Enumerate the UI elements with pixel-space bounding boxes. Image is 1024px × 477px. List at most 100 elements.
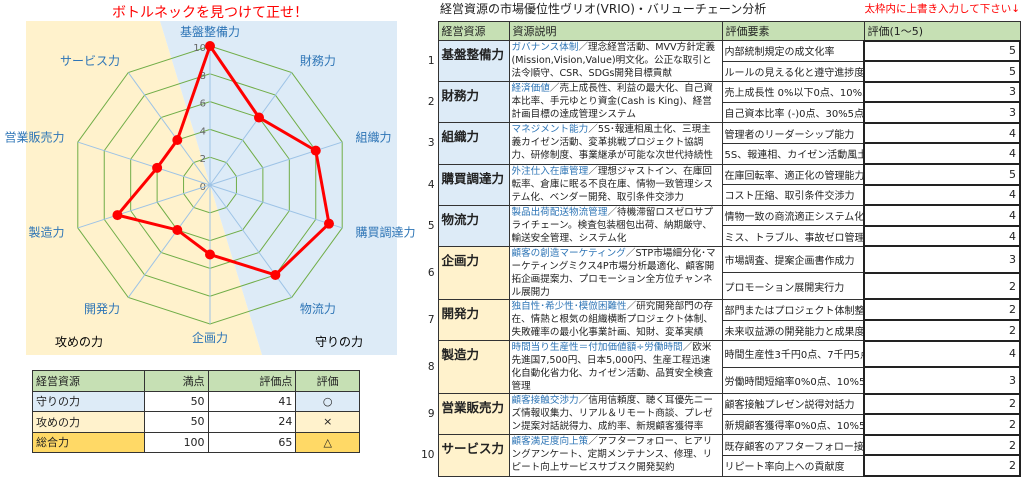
- resource-name: 基盤整備力: [437, 39, 510, 83]
- rating-input[interactable]: 2: [863, 298, 1021, 322]
- evaluation-element: 5S、報連相、カイゼン活動風土化: [721, 142, 865, 165]
- rating-input[interactable]: 4: [863, 183, 1021, 207]
- resource-row: 5 物流力 製品出荷配送物流管理／待機滞留ロスゼロサプライチェーン。検査包装梱包…: [420, 204, 1021, 247]
- evaluation-element: 内部統制規定の成文化率: [721, 40, 865, 62]
- rating-input[interactable]: 2: [863, 392, 1021, 416]
- header-element: 評価要素: [721, 21, 865, 41]
- header-score: 評価点: [207, 370, 297, 392]
- description-text: ／待機滞留ロスゼロサプライチェーン。検査包装梱包出荷、納期厳守、輸送安全管理、シ…: [511, 206, 713, 244]
- description-keyword: 独自性･希少性･模倣困難性: [511, 300, 627, 312]
- rating-input[interactable]: 2: [863, 319, 1021, 342]
- tick-label: 2: [200, 154, 206, 165]
- evaluation-element: プロモーション展開実行力: [721, 272, 865, 300]
- resource-description: 顧客の創造マーケティング／STP市場細分化･マーケティングミクス4P市場分析最適…: [508, 245, 723, 300]
- resource-description: 顧客接触交渉力／信用信頼度、聴く耳優先ニーズ情報収集力、リアル＆リモート商談、プ…: [508, 393, 723, 436]
- description-keyword: ガバナンス体制: [511, 42, 579, 53]
- rating-input[interactable]: 4: [863, 224, 1021, 248]
- data-point: [112, 210, 123, 221]
- row-number: 10: [420, 434, 438, 476]
- tick-label: 6: [200, 99, 206, 110]
- rating-input[interactable]: 5: [863, 60, 1021, 83]
- resource-description: マネジメント能力／5S･報連相風土化、三現主義カイゼン活動、変革挑戦プロジェクト…: [508, 122, 723, 165]
- offense-label: 攻めの力: [55, 335, 103, 349]
- data-point: [152, 162, 163, 173]
- rating-input[interactable]: 3: [863, 101, 1021, 124]
- evaluation-element: 時間生産性3千円0点、7千円5点: [721, 340, 865, 368]
- rating-input[interactable]: 3: [863, 366, 1021, 395]
- resource-row: 8 製造力 時間当り生産性＝付加価値額÷労働時間／欧米先進国7,500円、日本5…: [420, 339, 1021, 395]
- summary-mark: ○: [295, 390, 360, 412]
- analysis-title: 経営資源の市場優位性ヴリオ(VRIO)・バリューチェーン分析: [440, 2, 767, 16]
- description-text: ／信用信頼度、聴く耳優先ニーズ情報収集力、リアル＆リモート商談、プレゼン提案対話…: [511, 395, 713, 433]
- resource-name: 購買調達力: [437, 163, 510, 206]
- evaluation-element: 新規顧客獲得率0%0点、10%5点: [721, 413, 865, 436]
- axis-label: サービス力: [60, 54, 120, 68]
- defense-label: 守りの力: [315, 335, 363, 349]
- data-point: [172, 135, 183, 146]
- spoke: [127, 72, 211, 186]
- resource-subrow: プロモーション展開実行力 2: [420, 271, 1021, 301]
- row-number: 7: [420, 299, 438, 341]
- header-resource: 経営資源: [32, 370, 145, 392]
- resource-description: 顧客満足度向上策／アフターフォロー、ヒアリングアンケート、定期メンテナンス、修理…: [508, 434, 723, 477]
- summary-score: 41: [207, 390, 297, 412]
- resource-row: 7 開発力 独自性･希少性･模倣困難性／研究開発部門の存在、情熱と根気の組織横断…: [420, 298, 1021, 342]
- header-resource: 経営資源: [437, 21, 510, 41]
- axis-label: 製造力: [28, 225, 64, 239]
- resource-name: 開発力: [437, 298, 510, 342]
- axis-label: 組織力: [356, 131, 392, 145]
- description-keyword: 外注仕入在庫管理: [511, 165, 589, 177]
- rating-input[interactable]: 5: [863, 39, 1021, 63]
- resource-row: 1 基盤整備力 ガバナンス体制／理念経営活動、MVV方針定義(Mission,V…: [420, 39, 1021, 83]
- evaluation-element: ルールの見える化と遵守進捗度: [721, 60, 865, 83]
- rating-input[interactable]: 5: [863, 163, 1021, 186]
- resource-description: 製品出荷配送物流管理／待機滞留ロスゼロサプライチェーン。検査包装梱包出荷、納期厳…: [508, 204, 723, 247]
- spoke: [127, 184, 211, 298]
- description-keyword: 顧客満足度向上策: [511, 436, 589, 448]
- rating-input[interactable]: 2: [863, 271, 1021, 301]
- summary-max: 50: [143, 390, 209, 412]
- summary-header-row: 経営資源 満点 評価点 評価: [32, 370, 360, 392]
- data-point: [205, 41, 215, 51]
- spoke: [77, 141, 211, 186]
- evaluation-element: 売上成長性 0%以下0点、10%5点: [721, 81, 865, 103]
- row-number: 6: [420, 246, 438, 300]
- rating-input[interactable]: 4: [863, 339, 1021, 369]
- resource-row: 2 財務力 経済価値／売上成長性、利益の最大化、自己資本比率、手元ゆとり資金(C…: [420, 80, 1021, 124]
- row-number: 5: [420, 205, 438, 247]
- spoke: [77, 184, 211, 229]
- rating-input[interactable]: 3: [863, 245, 1021, 274]
- summary-max: 50: [143, 411, 209, 433]
- resource-row: 4 購買調達力 外注仕入在庫管理／理想ジャストイン、在庫回転率、倉庫に眠る不良在…: [420, 163, 1021, 206]
- evaluation-element: 未来収益源の開発能力と成果度: [721, 319, 865, 342]
- rating-input[interactable]: 2: [863, 454, 1021, 477]
- description-keyword: 時間当り生産性＝付加価値額÷労働時間: [511, 342, 683, 354]
- tick-label: 10: [193, 43, 206, 54]
- resource-row: 10 サービス力 顧客満足度向上策／アフターフォロー、ヒアリングアンケート、定期…: [420, 433, 1021, 477]
- rating-input[interactable]: 2: [863, 433, 1021, 457]
- rating-input[interactable]: 3: [863, 80, 1021, 104]
- data-point: [254, 112, 265, 123]
- rating-input[interactable]: 2: [863, 413, 1021, 436]
- description-keyword: 顧客接触交渉力: [511, 395, 579, 407]
- description-keyword: 顧客の創造マーケティング: [511, 247, 626, 259]
- resource-subrow: ミス、トラブル、事故ゼロ管理力 4: [420, 224, 1021, 248]
- summary-score: 65: [207, 431, 297, 453]
- tick-label: 4: [200, 126, 206, 137]
- rating-input[interactable]: 4: [863, 142, 1021, 166]
- evaluation-element: コスト圧縮、取引条件交渉力: [721, 184, 865, 206]
- tick-label: 8: [200, 71, 206, 82]
- summary-max: 100: [143, 431, 209, 453]
- axis-label: 物流力: [300, 302, 336, 316]
- input-note: 太枠内に上書き入力して下さい↓: [864, 3, 1020, 15]
- rating-input[interactable]: 4: [863, 121, 1021, 145]
- analysis-header-row: 経営資源 資源説明 評価要素 評価(1～5): [420, 21, 1021, 41]
- description-keyword: マネジメント能力: [511, 124, 589, 136]
- resource-description: 経済価値／売上成長性、利益の最大化、自己資本比率、手元ゆとり資金(Cash is…: [508, 81, 723, 124]
- resource-name: 営業販売力: [437, 393, 510, 436]
- rating-input[interactable]: 4: [863, 204, 1021, 227]
- summary-table: 経営資源 満点 評価点 評価 守りの力 50 41 ○攻めの力 50 24 ×総…: [32, 370, 360, 453]
- row-number: 1: [420, 40, 438, 82]
- description-text: ／欧米先進国7,500円、日本5,000円、生産工程迅速化自動化省力化、カイゼン…: [511, 342, 713, 393]
- data-point: [205, 249, 215, 260]
